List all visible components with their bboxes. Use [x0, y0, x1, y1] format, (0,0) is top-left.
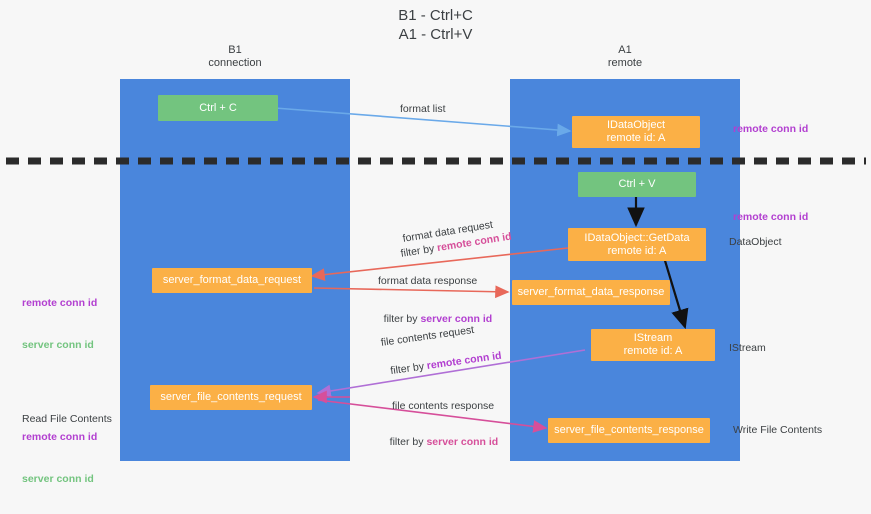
left-note-bottom-remote: remote conn id	[22, 431, 98, 443]
node-ctrl-v[interactable]: Ctrl + V	[578, 172, 696, 197]
filter-key-remote-conn-id: remote conn id	[426, 349, 503, 372]
edge-label-file-contents-response-filter: filter by server conn id	[378, 421, 499, 463]
arrow-format-data-response	[313, 285, 510, 299]
right-note-dataobject: DataObject	[729, 236, 782, 248]
edge-label-format-data-response: format data response	[378, 275, 478, 287]
page-title: B1 - Ctrl+C A1 - Ctrl+V	[398, 7, 473, 43]
connector-layer	[6, 107, 866, 433]
node-idataobject-label: IDataObject remote id: A	[606, 119, 666, 144]
left-note-read-file-contents-label: Read File Contents	[22, 413, 112, 425]
lane-header-a1: A1 remote	[607, 44, 643, 69]
edge-label-file-contents-response: file contents response	[392, 400, 495, 412]
node-server-format-data-request[interactable]: server_format_data_request	[152, 268, 312, 293]
node-server-file-contents-response[interactable]: server_file_contents_response	[548, 418, 710, 443]
filter-prefix: filter by	[389, 436, 427, 448]
right-note-remote-conn-id-mid: remote conn id	[733, 211, 809, 223]
arrow-format-list	[274, 107, 572, 137]
edge-label-format-list: format list	[400, 103, 446, 115]
arrow-file-contents-response	[317, 399, 548, 433]
filter-key-server-conn-id: server conn id	[426, 436, 499, 448]
node-idataobject-getdata[interactable]: IDataObject::GetData remote id: A	[568, 228, 706, 261]
lane-header-b1: B1 connection	[208, 44, 262, 69]
filter-key-remote-conn-id: remote conn id	[436, 230, 513, 255]
left-note-mid-server: server conn id	[22, 339, 94, 351]
arrow-file-contents-request	[316, 349, 586, 398]
left-note-mid-remote: remote conn id	[22, 297, 98, 309]
node-server-format-data-response[interactable]: server_format_data_response	[512, 280, 670, 305]
filter-prefix: filter by	[389, 360, 428, 378]
left-note-read-file-contents: Read File Contents	[22, 384, 112, 454]
left-note-mid: remote conn id server conn id	[22, 268, 97, 380]
diagram-canvas: B1 - Ctrl+C A1 - Ctrl+V B1 connection A1…	[6, 7, 866, 485]
filter-prefix: filter by	[383, 313, 421, 325]
right-note-write-file-contents: Write File Contents	[733, 424, 823, 436]
arrow-getdata-to-istream	[661, 253, 689, 330]
node-istream[interactable]: IStream remote id: A	[591, 329, 715, 361]
arrow-format-data-request	[310, 247, 569, 281]
node-ctrl-c[interactable]: Ctrl + C	[158, 95, 278, 121]
left-note-bottom: remote conn id server conn id	[22, 402, 97, 514]
filter-prefix: filter by	[399, 242, 439, 260]
right-note-remote-conn-id-top: remote conn id	[733, 123, 809, 135]
node-server-file-contents-request[interactable]: server_file_contents_request	[150, 385, 312, 410]
right-note-istream: IStream	[729, 342, 766, 354]
node-idataobject[interactable]: IDataObject remote id: A	[572, 116, 700, 148]
edge-label-format-data-response-filter: filter by server conn id	[372, 298, 493, 340]
left-note-bottom-server: server conn id	[22, 473, 94, 485]
filter-key-server-conn-id: server conn id	[420, 313, 493, 325]
